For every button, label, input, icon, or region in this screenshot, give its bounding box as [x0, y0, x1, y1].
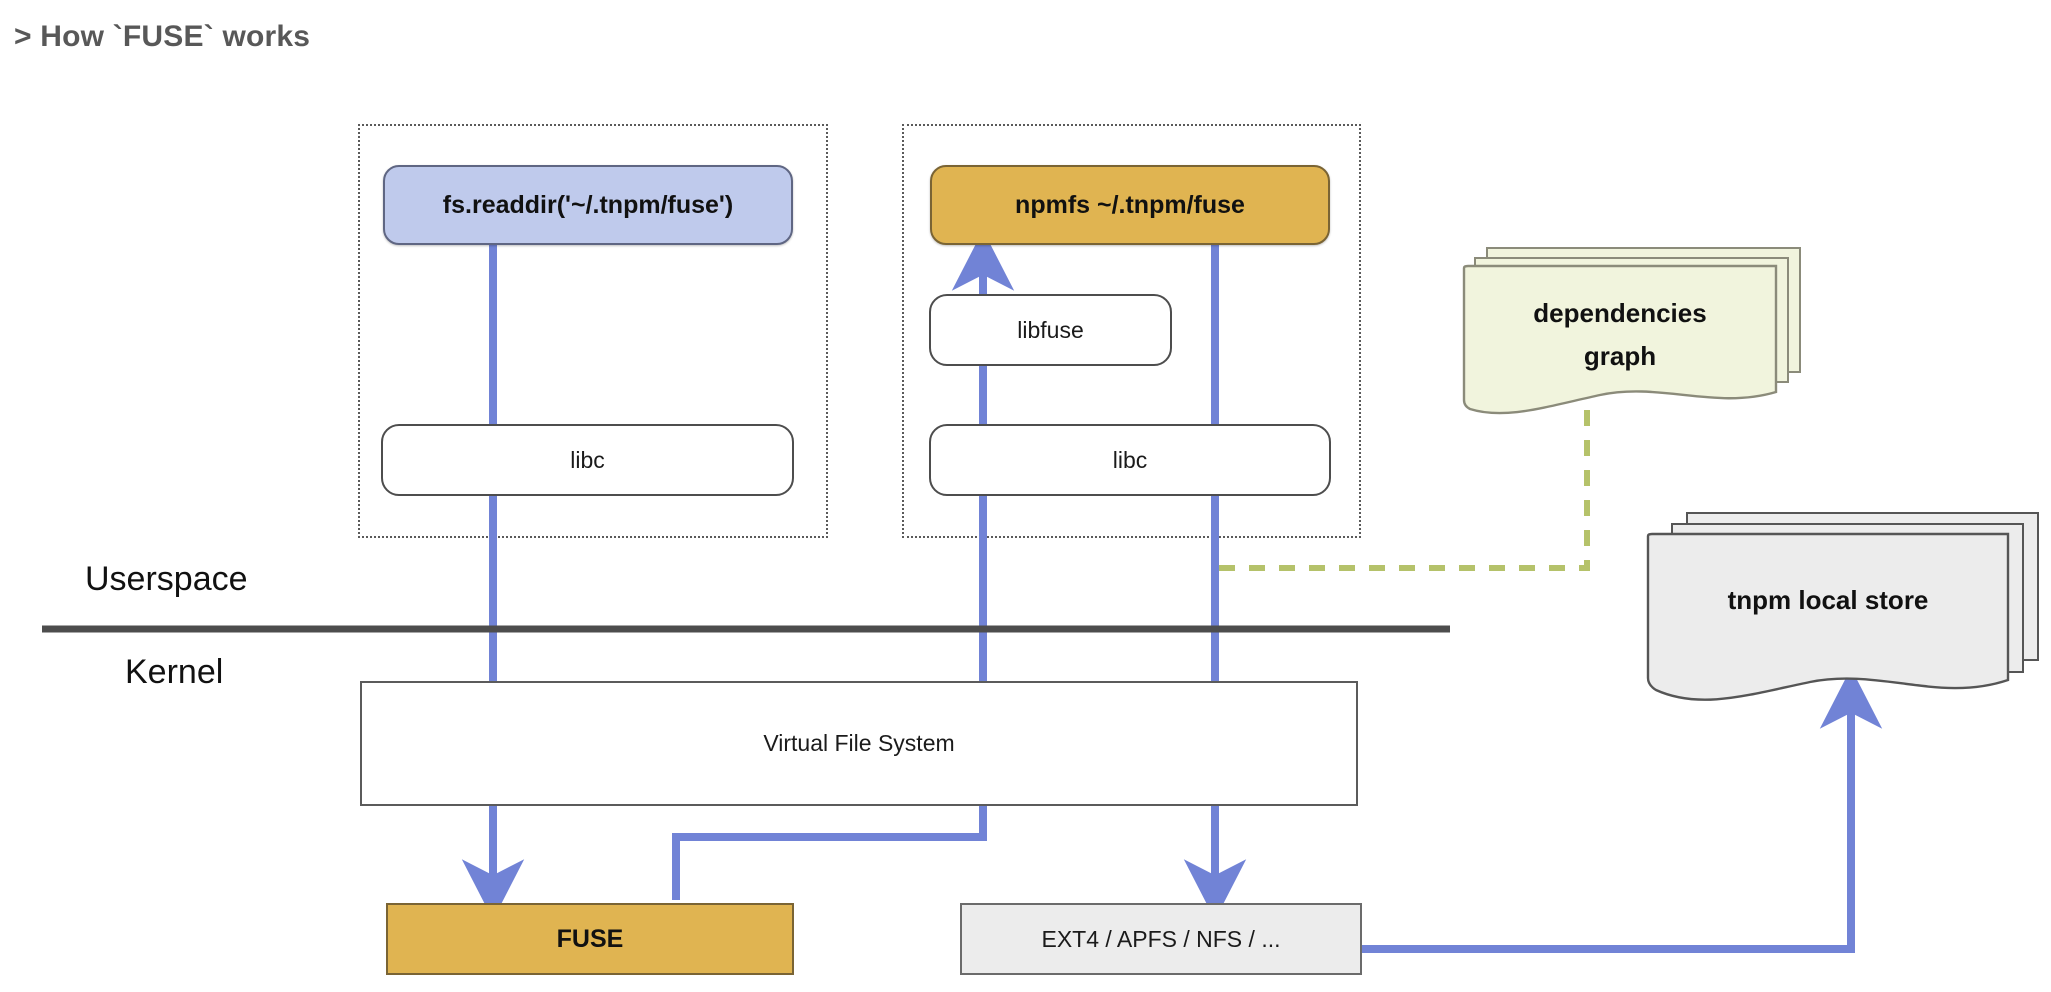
dependencies-graph-line1: dependencies [1533, 298, 1707, 329]
node-filesystems[interactable]: EXT4 / APFS / NFS / ... [960, 903, 1362, 975]
node-libfuse-label: libfuse [1017, 316, 1084, 343]
page-title: > How `FUSE` works [14, 20, 311, 53]
node-libc-right-label: libc [1112, 446, 1148, 473]
tnpm-local-store-shape [1646, 512, 2039, 701]
node-fuse-label: FUSE [556, 924, 624, 953]
node-libc-right[interactable]: libc [929, 424, 1331, 496]
connector-filesystems-to-store [1362, 667, 1883, 953]
tnpm-local-store-line1: tnpm local store [1727, 584, 1929, 615]
node-libfuse[interactable]: libfuse [929, 294, 1172, 366]
label-kernel: Kernel [125, 653, 224, 691]
node-libc-left[interactable]: libc [381, 424, 794, 496]
node-fuse[interactable]: FUSE [386, 903, 794, 975]
node-npmfs-label: npmfs ~/.tnpm/fuse [1015, 190, 1245, 219]
node-filesystems-label: EXT4 / APFS / NFS / ... [1041, 925, 1281, 952]
dependencies-graph-shape [1462, 247, 1801, 415]
label-userspace: Userspace [85, 560, 248, 598]
dependencies-graph-line2: graph [1583, 341, 1657, 371]
label-dependencies-graph: dependencies graph [1464, 280, 1776, 390]
node-npmfs[interactable]: npmfs ~/.tnpm/fuse [930, 165, 1330, 245]
node-fs-readdir-label: fs.readdir('~/.tnpm/fuse') [442, 190, 734, 219]
node-fs-readdir[interactable]: fs.readdir('~/.tnpm/fuse') [383, 165, 793, 245]
node-virtual-file-system[interactable]: Virtual File System [360, 681, 1358, 806]
node-vfs-label: Virtual File System [763, 730, 955, 756]
label-tnpm-local-store: tnpm local store [1648, 540, 2008, 660]
node-libc-left-label: libc [570, 446, 605, 473]
